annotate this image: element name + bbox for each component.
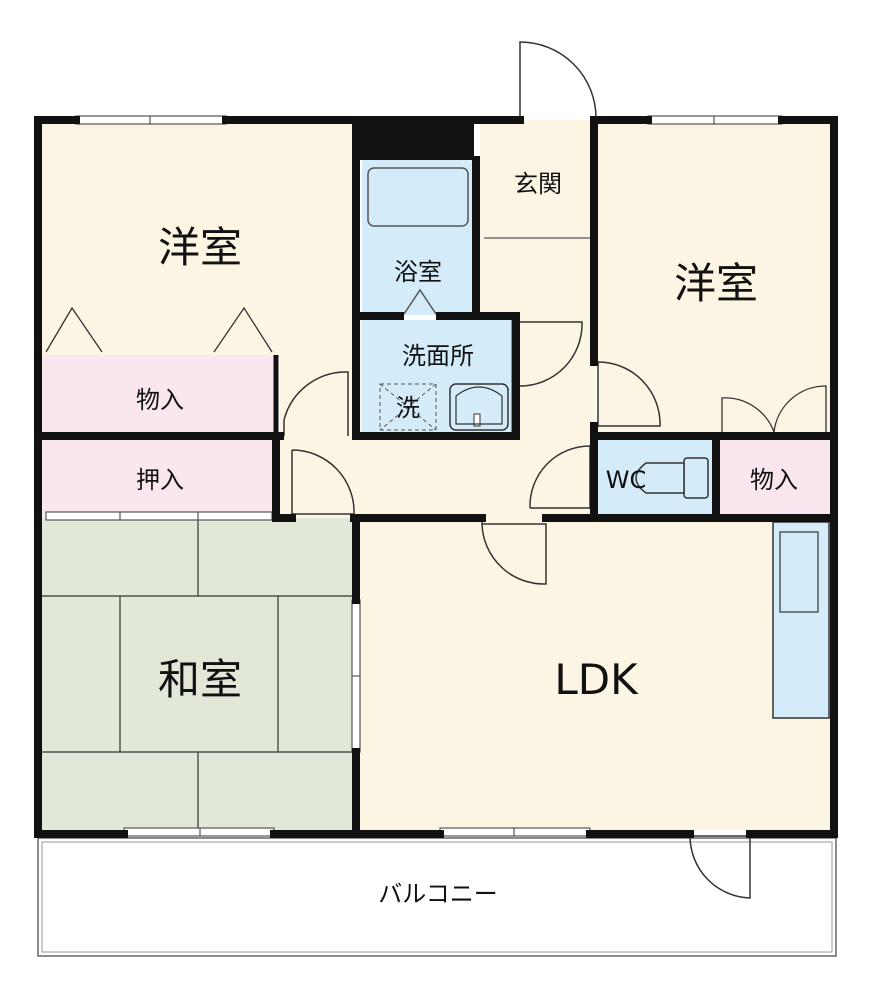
sink-fixture <box>449 383 509 431</box>
closet-area <box>42 440 277 518</box>
pipe-shaft <box>358 122 474 160</box>
washroom-label: 洗面所 <box>402 342 474 370</box>
kitchen-counter <box>772 521 830 719</box>
ldk-label: LDK <box>554 655 639 704</box>
storage-right-area <box>718 440 832 514</box>
western-room-right <box>598 120 832 435</box>
closet-label: 押入 <box>136 466 184 494</box>
washer-label: 洗 <box>396 394 420 422</box>
balcony-label: バルコニー <box>378 880 498 908</box>
bath-label: 浴室 <box>394 258 442 286</box>
balcony-area <box>37 837 837 957</box>
walls <box>34 116 838 838</box>
japanese-room-label: 和室 <box>158 655 242 704</box>
storage-right-label: 物入 <box>750 466 798 494</box>
western-room-right-label: 洋室 <box>674 259 758 308</box>
western-room-left-label: 洋室 <box>158 223 242 272</box>
japanese-room-area <box>42 518 356 830</box>
storage-left-label: 物入 <box>136 386 184 414</box>
closet-doors-right <box>721 385 827 433</box>
bath-step <box>403 288 437 315</box>
wc-label: WC <box>606 466 647 494</box>
western-room-left <box>42 120 358 355</box>
toilet-fixture <box>635 457 709 499</box>
bathtub <box>367 167 469 227</box>
ldk-area <box>360 518 832 830</box>
washer-box <box>379 383 437 431</box>
storage-left-area <box>42 355 277 435</box>
entrance-area <box>480 120 594 320</box>
entrance-label: 玄関 <box>514 170 562 198</box>
closet-doors-left <box>45 306 273 353</box>
tatami-mats <box>42 518 356 830</box>
door-swings <box>283 41 751 899</box>
